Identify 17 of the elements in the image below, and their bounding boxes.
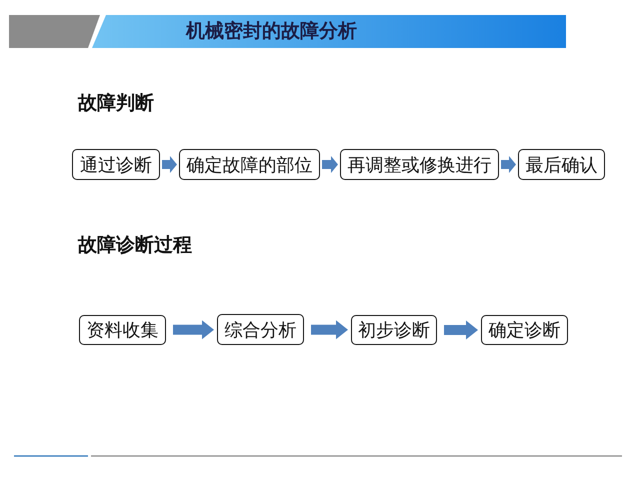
process-box: 综合分析 <box>217 314 304 345</box>
process-box: 最后确认 <box>518 149 605 180</box>
process-box: 资料收集 <box>79 315 166 345</box>
arrow <box>444 320 478 340</box>
section-heading: 故障判断 <box>78 94 154 113</box>
arrow <box>501 156 516 173</box>
arrow <box>173 320 214 340</box>
title: 机械密封的故障分析 <box>186 22 357 41</box>
process-box: 初步诊断 <box>351 315 437 345</box>
arrow <box>162 156 177 173</box>
process-box: 再调整或修换进行 <box>340 149 499 180</box>
process-box: 通过诊断 <box>72 149 160 180</box>
arrow <box>311 320 348 340</box>
process-box: 确定诊断 <box>481 315 568 345</box>
arrow <box>322 156 338 173</box>
section-heading: 故障诊断过程 <box>78 236 192 255</box>
process-box: 确定故障的部位 <box>179 149 320 180</box>
